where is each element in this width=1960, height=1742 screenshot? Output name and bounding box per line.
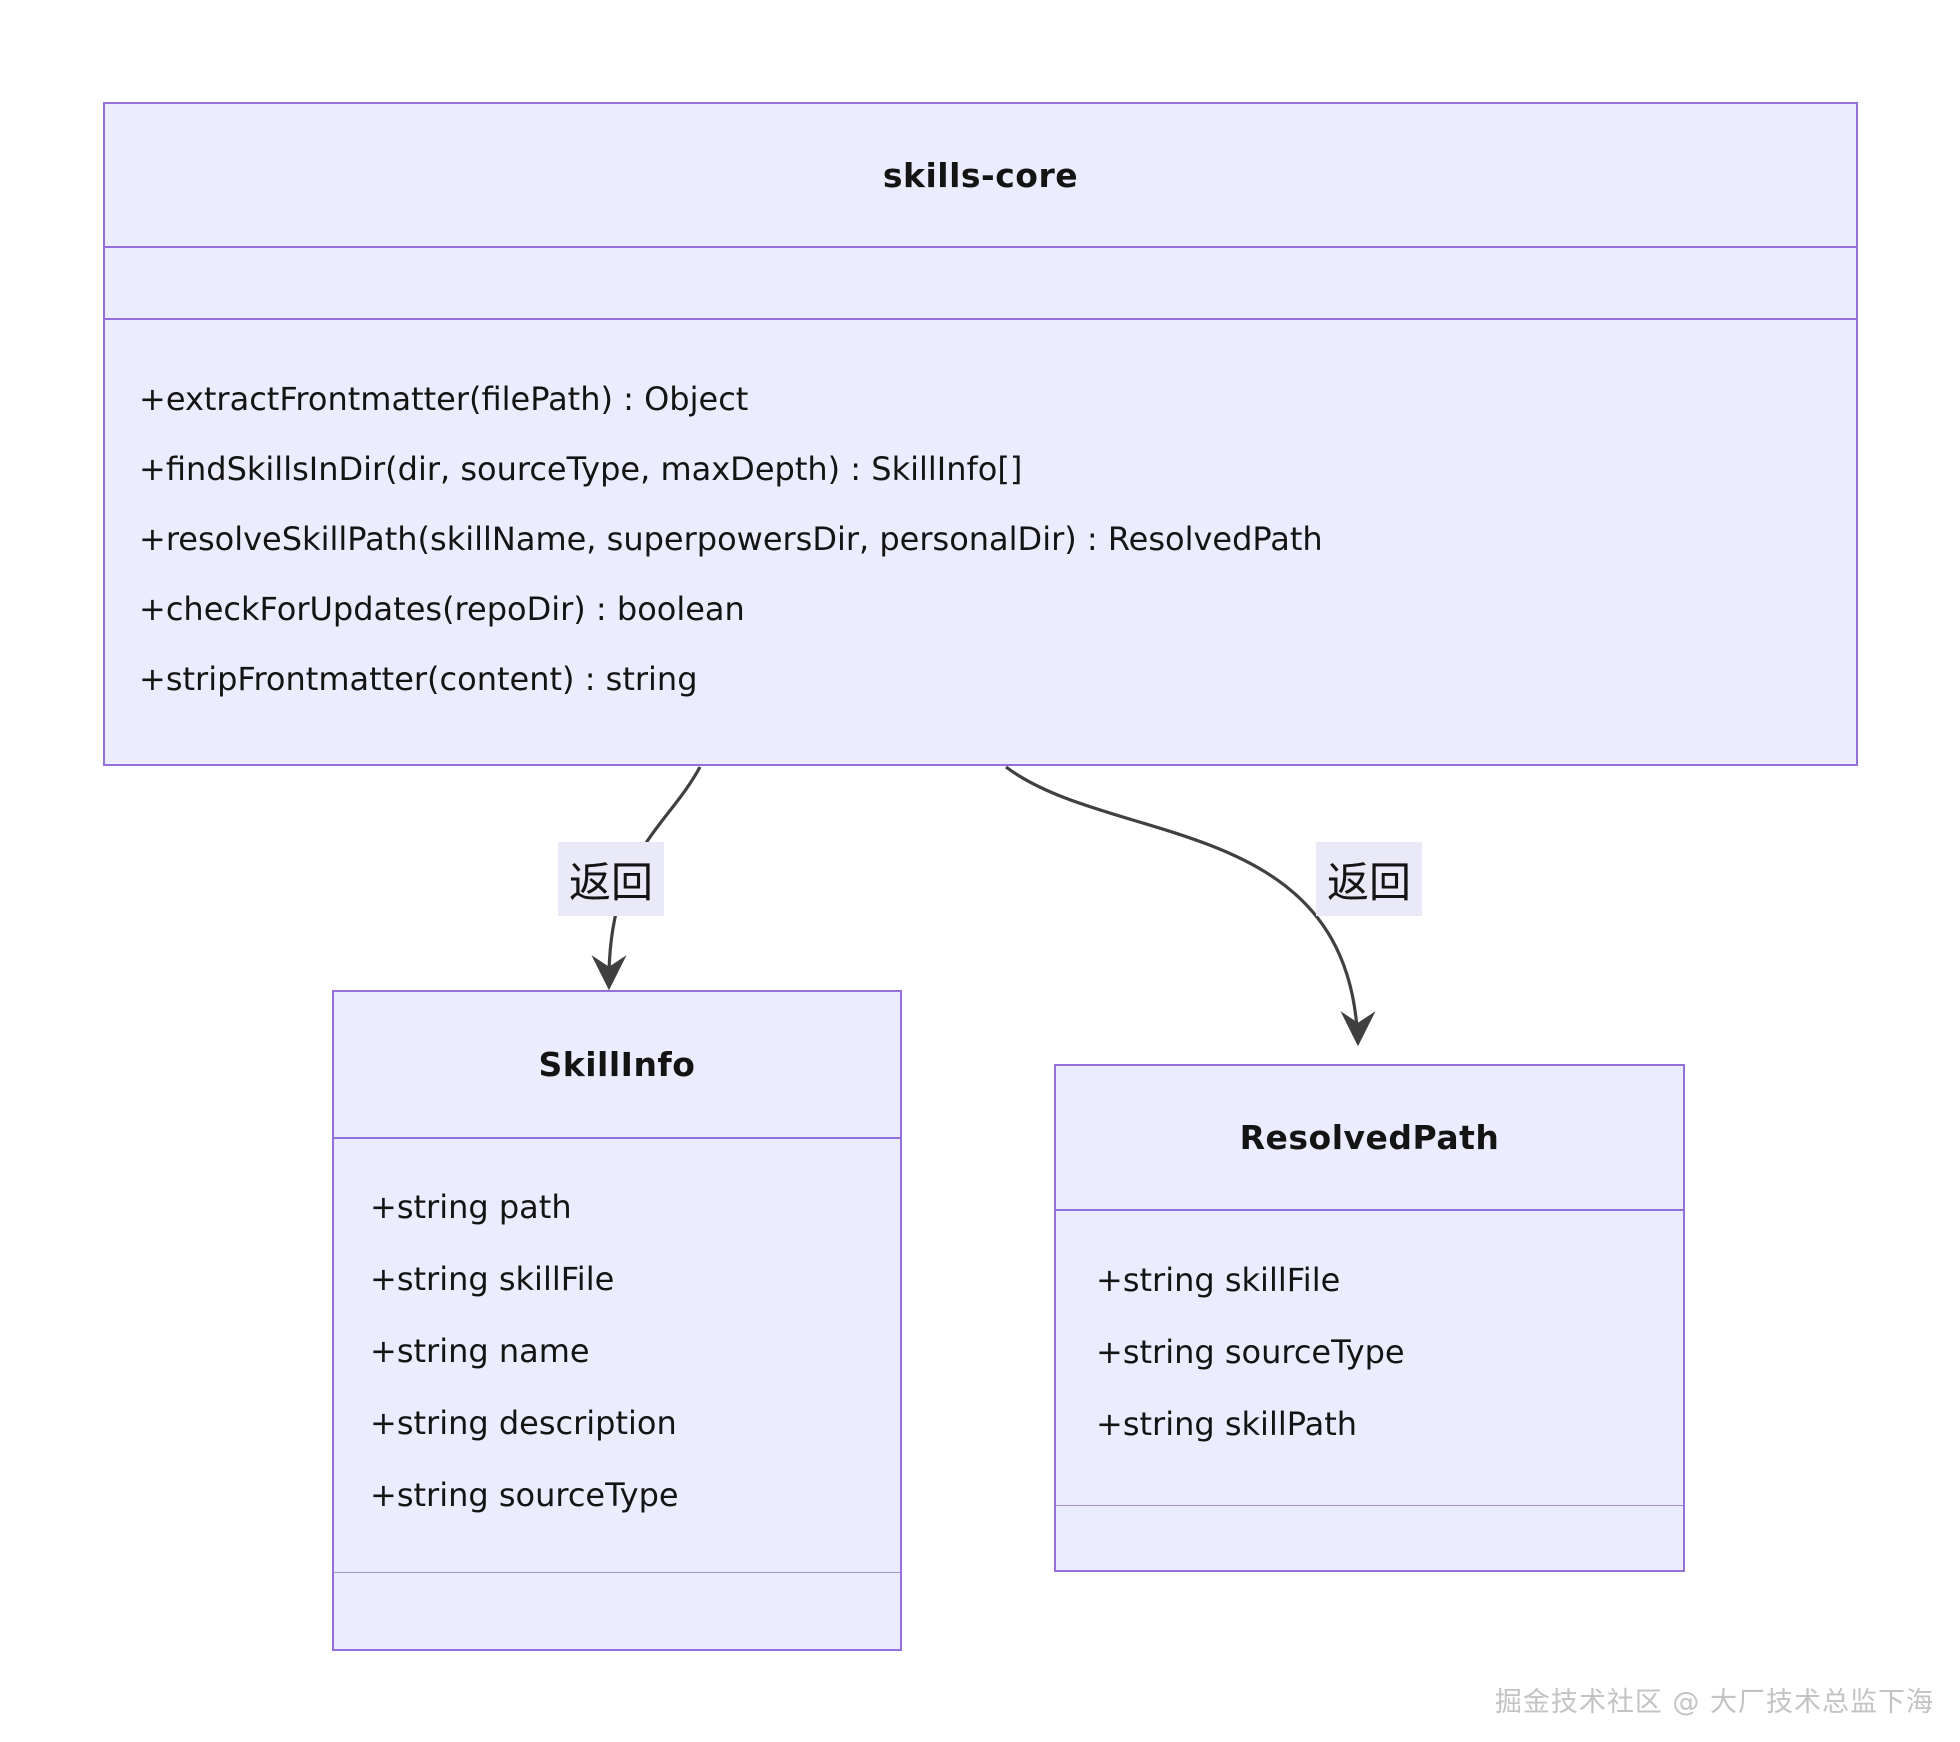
methods-section: +extractFrontmatter(filePath) : Object +… <box>105 318 1856 764</box>
class-title-skills-core: skills-core <box>105 104 1856 246</box>
attributes-section: +string path +string skillFile +string n… <box>334 1137 900 1572</box>
attribute-item: +string skillPath <box>1096 1405 1358 1443</box>
method-item: +extractFrontmatter(filePath) : Object <box>139 380 749 418</box>
class-title-resolvedpath: ResolvedPath <box>1056 1066 1683 1209</box>
methods-section-empty <box>1056 1505 1683 1570</box>
edge-label-text: 返回 <box>1326 857 1411 907</box>
attributes-section-empty <box>105 246 1856 318</box>
class-name-label: ResolvedPath <box>1239 1118 1500 1157</box>
methods-section-empty <box>334 1572 900 1649</box>
attribute-item: +string skillFile <box>1096 1261 1341 1299</box>
class-name-label: skills-core <box>882 155 1079 195</box>
class-title-skillinfo: SkillInfo <box>334 992 900 1137</box>
class-box-skills-core: skills-core +extractFrontmatter(filePath… <box>103 102 1858 766</box>
arrowhead-icon <box>591 955 627 991</box>
class-box-skillinfo: SkillInfo +string path +string skillFile… <box>332 990 902 1651</box>
method-item: +stripFrontmatter(content) : string <box>139 660 698 698</box>
method-item: +resolveSkillPath(skillName, superpowers… <box>139 520 1323 558</box>
edge-label-return-skillinfo: 返回 <box>558 842 664 916</box>
attribute-item: +string sourceType <box>1096 1333 1405 1371</box>
attribute-item: +string skillFile <box>370 1260 615 1298</box>
attribute-item: +string name <box>370 1332 590 1370</box>
method-item: +checkForUpdates(repoDir) : boolean <box>139 590 745 628</box>
method-item: +findSkillsInDir(dir, sourceType, maxDep… <box>139 450 1023 488</box>
class-name-label: SkillInfo <box>538 1045 696 1084</box>
attribute-item: +string path <box>370 1188 572 1226</box>
attribute-item: +string description <box>370 1404 677 1442</box>
edge-label-text: 返回 <box>568 857 653 907</box>
edge-label-return-resolvedpath: 返回 <box>1316 842 1422 916</box>
attribute-item: +string sourceType <box>370 1476 679 1514</box>
watermark-text: 掘金技术社区 @ 大厂技术总监下海 <box>1494 1687 1934 1718</box>
arrowhead-icon <box>1340 1011 1376 1047</box>
class-box-resolvedpath: ResolvedPath +string skillFile +string s… <box>1054 1064 1685 1572</box>
attributes-section: +string skillFile +string sourceType +st… <box>1056 1209 1683 1505</box>
edge-line-to-resolvedpath <box>1005 765 1359 1029</box>
